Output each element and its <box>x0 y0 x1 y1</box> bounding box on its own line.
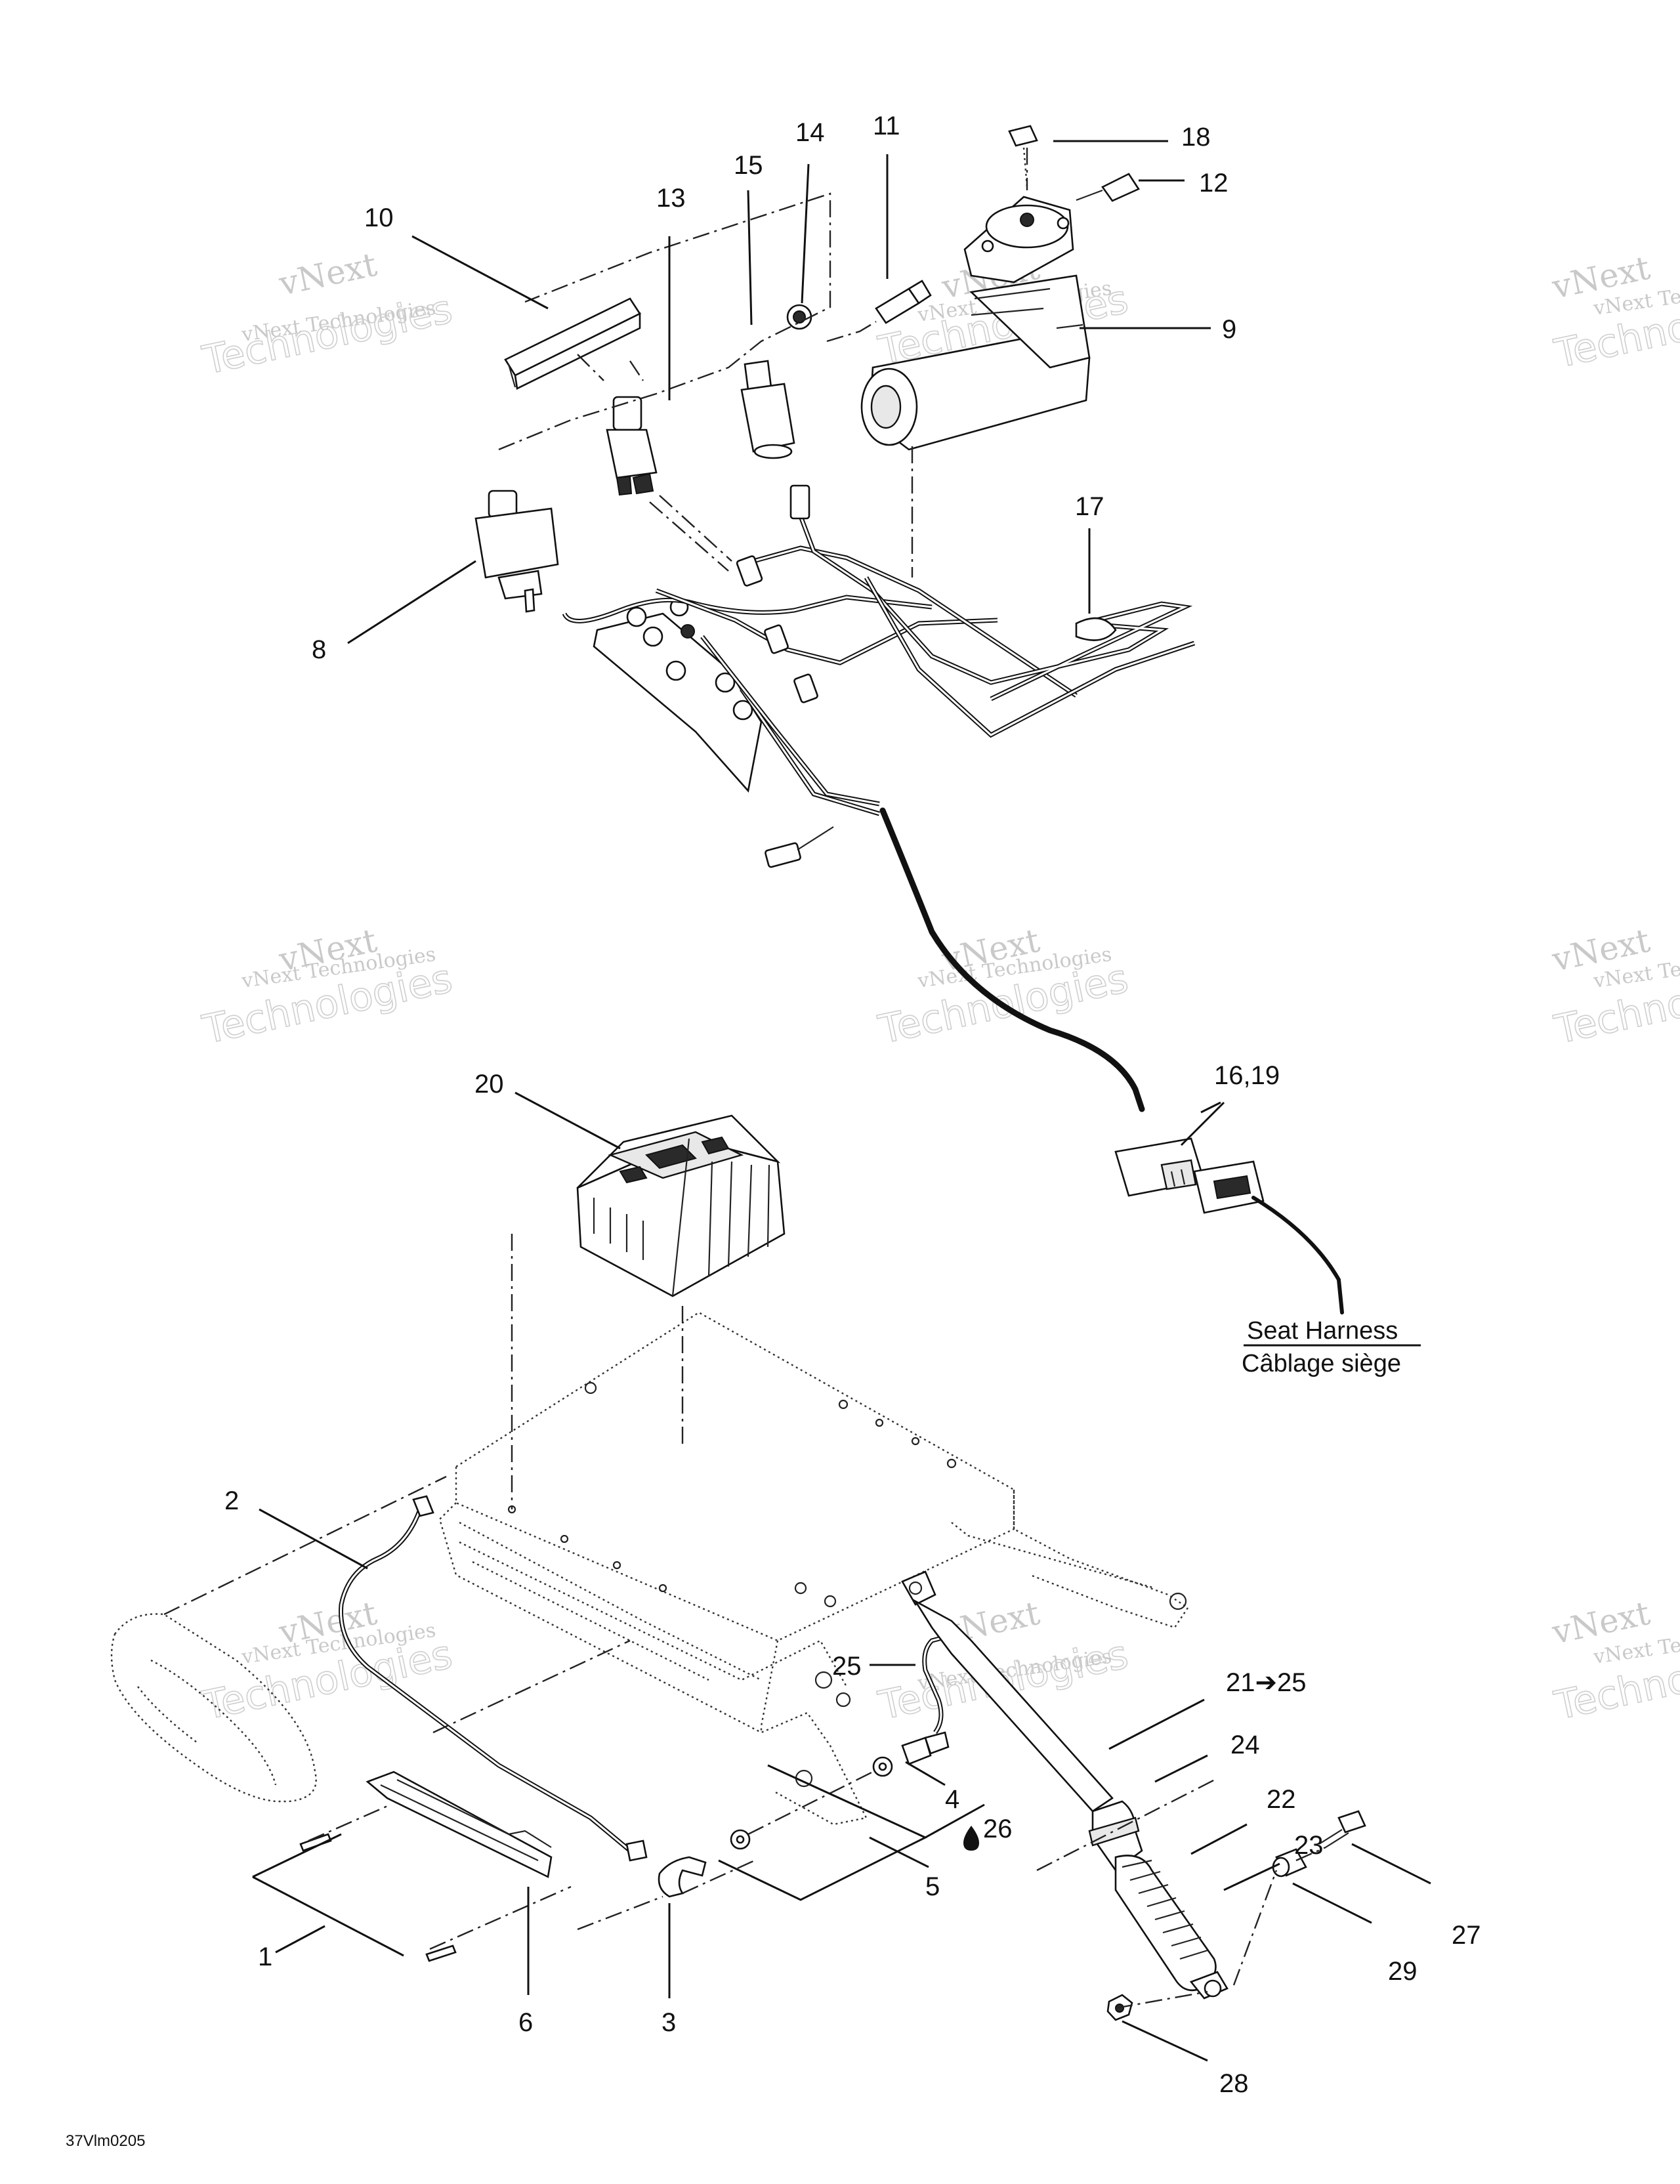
caption-english: Seat Harness <box>1247 1317 1398 1345</box>
seat-foam-pad[interactable] <box>110 1613 317 1803</box>
callout-22[interactable]: 22 <box>1267 1785 1296 1814</box>
part-3-elbow-fitting[interactable] <box>658 1856 707 1898</box>
callout-10[interactable]: 10 <box>364 203 394 232</box>
part-25-hose[interactable] <box>922 1633 952 1734</box>
callout-2[interactable]: 2 <box>224 1486 239 1515</box>
callout-14[interactable]: 14 <box>795 118 825 147</box>
callout-20[interactable]: 20 <box>474 1070 504 1099</box>
part-2-air-hose[interactable] <box>339 1495 648 1862</box>
callout-18[interactable]: 18 <box>1181 123 1211 152</box>
caption-french: Câblage siège <box>1242 1350 1401 1377</box>
part-8-solenoid-valve[interactable] <box>474 490 559 613</box>
part-18-bolt[interactable] <box>1008 125 1038 188</box>
fluid-drop-icon <box>963 1826 979 1851</box>
part-20-control-module[interactable] <box>576 1114 786 1297</box>
watermark-mid-right: vNext vNext Technologies Technologies <box>1548 921 1680 1054</box>
callout-13[interactable]: 13 <box>656 184 686 213</box>
callout-4[interactable]: 4 <box>945 1785 959 1814</box>
part-29-bushing[interactable] <box>1272 1848 1307 1878</box>
seat-harness-connector[interactable] <box>1193 1160 1344 1314</box>
leader-lines <box>252 140 1431 2062</box>
svg-text:vNext: vNext <box>275 245 380 303</box>
callout-23[interactable]: 23 <box>1294 1831 1324 1860</box>
part-13-pressure-switch[interactable] <box>606 396 658 496</box>
part-6-rail[interactable] <box>366 1771 553 1878</box>
callout-26-with-drop-icon[interactable]: 26 <box>963 1815 1013 1851</box>
callout-21-25[interactable]: 21➔25 <box>1226 1668 1307 1697</box>
callout-29[interactable]: 29 <box>1388 1957 1418 1986</box>
callout-3[interactable]: 3 <box>662 2008 676 2037</box>
watermark-top-left: vNext vNext Technologies Technologies <box>198 245 457 385</box>
watermark-mid-center: vNext vNext Technologies Technologies <box>874 921 1133 1054</box>
part-21-air-shock[interactable] <box>901 1570 1228 2000</box>
watermark-mid-left: vNext vNext Technologies Technologies <box>198 921 457 1054</box>
callout-11[interactable]: 11 <box>873 112 900 140</box>
assembly-lines-lower <box>163 1234 1326 2009</box>
part-17-wiring-harness[interactable] <box>562 484 1196 1112</box>
callout-5[interactable]: 5 <box>925 1872 940 1901</box>
svg-text:26: 26 <box>983 1815 1013 1843</box>
callout-16-19[interactable]: 16,19 <box>1214 1061 1280 1090</box>
callout-1[interactable]: 1 <box>258 1942 272 1971</box>
callout-6[interactable]: 6 <box>518 2008 533 2037</box>
callout-15[interactable]: 15 <box>734 151 763 180</box>
seat-base-frame[interactable] <box>438 1311 1189 1826</box>
svg-text:Technologies: Technologies <box>199 286 457 384</box>
assembly-lines-upper <box>498 148 1028 578</box>
part-5-washers[interactable] <box>730 1756 893 1850</box>
part-27-bolt[interactable] <box>1318 1810 1366 1848</box>
callout-8[interactable]: 8 <box>312 635 326 664</box>
part-14-cap[interactable] <box>786 304 812 330</box>
callout-12[interactable]: 12 <box>1199 169 1228 198</box>
watermark-top-right: vNext vNext Technologies Technologies <box>1548 249 1680 378</box>
part-15-sensor[interactable] <box>740 360 795 459</box>
part-11-fitting[interactable] <box>875 280 932 324</box>
callout-25[interactable]: 25 <box>832 1652 862 1681</box>
part-9-air-compressor[interactable] <box>860 196 1091 451</box>
watermark-bottom-right: vNext vNext Technologies Technologies <box>1548 1594 1680 1730</box>
part-10-cover[interactable] <box>504 297 641 390</box>
seat-harness-caption: Seat Harness Câblage siège <box>1242 1317 1421 1377</box>
callout-28[interactable]: 28 <box>1219 2069 1249 2098</box>
callout-24[interactable]: 24 <box>1230 1731 1260 1759</box>
part-4-fitting[interactable] <box>901 1731 950 1765</box>
drawing-code: 37Vlm0205 <box>66 2132 145 2150</box>
part-12-fitting[interactable] <box>1076 173 1140 202</box>
callouts: 10 13 15 14 11 18 12 9 17 8 16,19 20 2 2… <box>224 112 1481 2098</box>
part-1-pins[interactable] <box>299 1833 457 1962</box>
callout-9[interactable]: 9 <box>1222 315 1236 344</box>
part-16-19-connector[interactable] <box>1114 1137 1206 1197</box>
callout-17[interactable]: 17 <box>1075 492 1104 521</box>
callout-27[interactable]: 27 <box>1452 1921 1481 1950</box>
